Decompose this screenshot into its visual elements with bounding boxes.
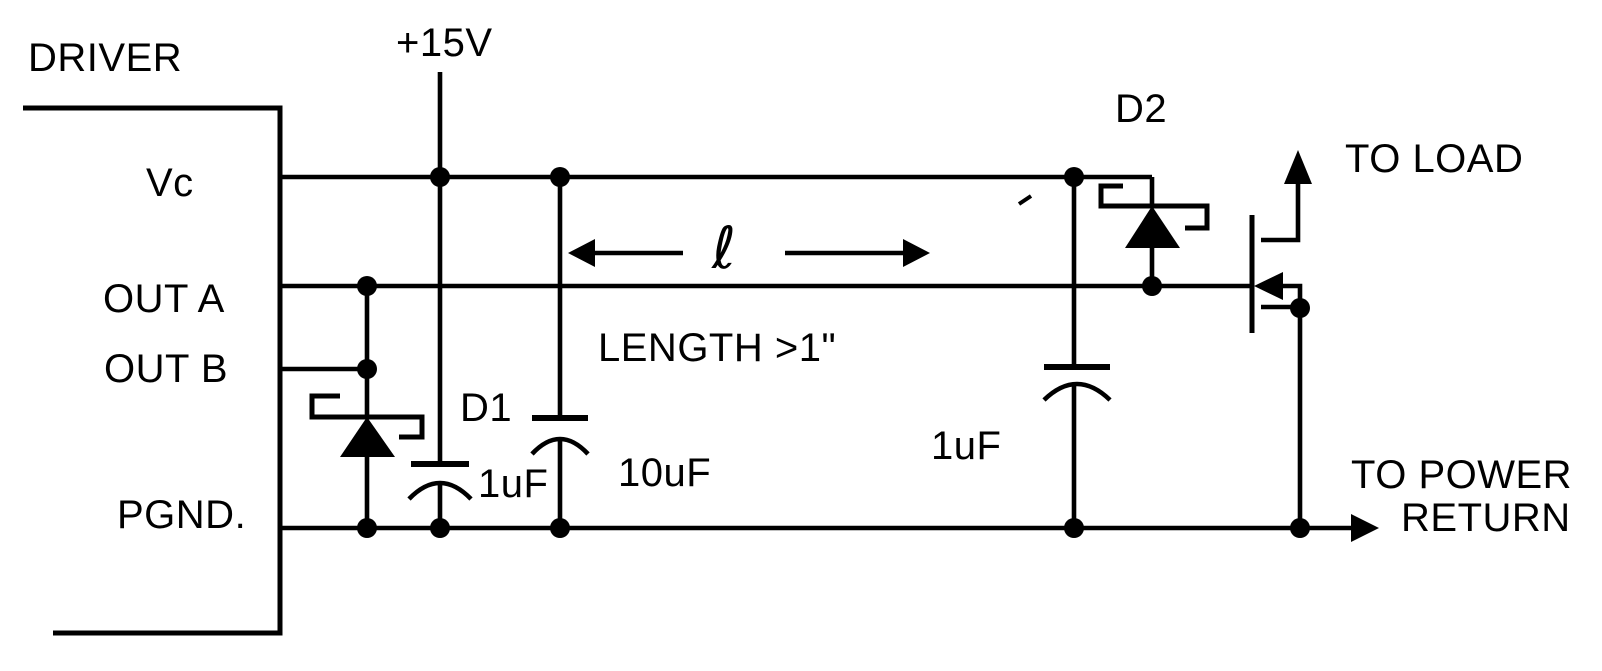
length-symbol: ℓ (711, 214, 736, 282)
pin-label-vc: Vc (146, 161, 194, 205)
to-power-label-line1: TO POWER (1351, 453, 1572, 497)
junction-dot (1064, 518, 1084, 538)
c2-label: 10uF (618, 451, 711, 495)
c3-label: 1uF (931, 424, 1001, 468)
junction-dot (550, 167, 570, 187)
mosfet-body-arrow (1254, 272, 1283, 300)
junction-dot (357, 359, 377, 379)
driver-label: DRIVER (28, 36, 182, 80)
to-load-label: TO LOAD (1345, 137, 1523, 181)
pin-label-out-a: OUT A (103, 277, 225, 321)
stray-mark (1017, 194, 1033, 206)
pin-label-pgnd: PGND. (117, 493, 246, 537)
to-power-label-line2: RETURN (1401, 496, 1571, 540)
junction-dot (1142, 276, 1162, 296)
length-arrow-right-head (903, 239, 930, 267)
mosfet-body-wire (1283, 283, 1303, 528)
length-arrow-left-head (568, 239, 595, 267)
c1-curved-plate (407, 480, 473, 501)
junction-dot (430, 518, 450, 538)
junction-dot (1290, 518, 1310, 538)
junction-dot (357, 518, 377, 538)
junction-dot (357, 276, 377, 296)
to-load-arrowhead (1284, 150, 1312, 184)
junction-dot (1064, 167, 1084, 187)
d2-cathode-bar (1098, 183, 1210, 231)
length-note: LENGTH >1" (598, 326, 836, 370)
d2-triangle (1125, 206, 1180, 248)
power-return-arrowhead (1351, 514, 1379, 542)
c3-curved-plate (1042, 381, 1112, 402)
c2-curved-plate (530, 436, 590, 456)
c1-label: 1uF (478, 462, 548, 506)
d1-triangle (340, 417, 395, 457)
d1-label: D1 (460, 386, 512, 430)
supply-label: +15V (396, 21, 493, 65)
junction-dot (430, 167, 450, 187)
mosfet-drain-wire (1261, 183, 1301, 243)
junction-dot (550, 518, 570, 538)
pin-label-out-b: OUT B (104, 347, 228, 391)
junction-dot (1290, 298, 1310, 318)
d2-label: D2 (1115, 87, 1167, 131)
